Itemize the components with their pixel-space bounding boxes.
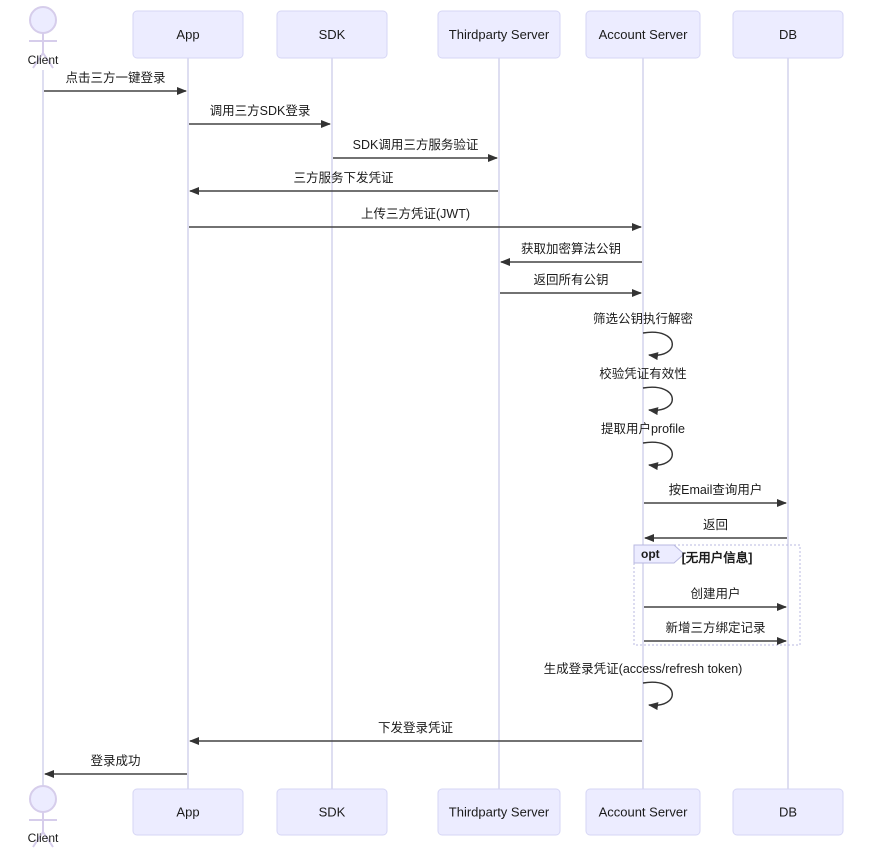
- participant-label: Account Server: [599, 804, 689, 819]
- message-label: 筛选公钥执行解密: [593, 311, 693, 326]
- participant-box[interactable]: [132, 788, 244, 836]
- message-m2: 调用三方SDK登录: [189, 103, 331, 128]
- actor-client-bottom[interactable]: Client: [28, 785, 59, 848]
- message-m1: 点击三方一键登录: [44, 70, 187, 95]
- message-label: 三方服务下发凭证: [293, 170, 394, 185]
- participant-label: Thirdparty Server: [449, 27, 550, 42]
- message-label: 调用三方SDK登录: [210, 103, 311, 118]
- actor-label: Client: [28, 53, 59, 67]
- fragment-opt-no-user: opt [无用户信息]: [633, 544, 801, 646]
- participant-label: DB: [779, 804, 797, 819]
- message-label: SDK调用三方服务验证: [353, 137, 479, 152]
- participant-db-top[interactable]: DB: [732, 10, 844, 59]
- message-label: 获取加密算法公钥: [521, 241, 621, 256]
- participant-label: App: [176, 804, 199, 819]
- participant-box[interactable]: [276, 788, 388, 836]
- participant-sdk-top[interactable]: SDK: [276, 10, 388, 59]
- message-label: 新增三方绑定记录: [665, 620, 765, 635]
- fragment-border: [633, 544, 801, 646]
- message-label: 创建用户: [690, 586, 740, 601]
- message-label: 生成登录凭证(access/refresh token): [544, 661, 743, 676]
- message-m3: SDK调用三方服务验证: [333, 137, 498, 162]
- fragment-type-label: opt: [641, 547, 660, 561]
- message-label: 返回所有公钥: [533, 273, 608, 287]
- actor-head-icon: [29, 785, 57, 813]
- fragments-layer: opt [无用户信息]: [633, 544, 801, 646]
- participant-label: Account Server: [599, 27, 689, 42]
- actor-client-top[interactable]: Client: [28, 6, 59, 69]
- participant-db-bottom[interactable]: DB: [732, 788, 844, 836]
- participant-app-bottom[interactable]: App: [132, 788, 244, 836]
- participant-box[interactable]: [437, 788, 561, 836]
- participant-label: SDK: [319, 27, 346, 42]
- actor-label: Client: [28, 831, 59, 845]
- message-m14: 新增三方绑定记录: [644, 620, 787, 645]
- message-m6: 获取加密算法公钥: [500, 241, 642, 266]
- participant-account-bottom[interactable]: Account Server: [585, 788, 701, 836]
- self-message-arrow: [642, 681, 673, 711]
- self-message-arrow: [642, 331, 673, 361]
- message-m4: 三方服务下发凭证: [189, 170, 498, 195]
- participant-app-top[interactable]: App: [132, 10, 244, 59]
- message-m10: 提取用户profile: [601, 421, 685, 471]
- message-label: 按Email查询用户: [669, 482, 763, 497]
- fragment-condition-label: [无用户信息]: [682, 550, 753, 565]
- lifelines-layer: [42, 58, 789, 789]
- message-m11: 按Email查询用户: [644, 482, 787, 507]
- message-m7: 返回所有公钥: [500, 273, 642, 297]
- message-m16: 下发登录凭证: [189, 720, 642, 745]
- self-message-arrow: [642, 441, 673, 471]
- actor-leg-right: [42, 831, 54, 848]
- message-label: 点击三方一键登录: [65, 70, 165, 85]
- participant-box[interactable]: [132, 10, 244, 59]
- actor-leg-left: [32, 831, 44, 848]
- participant-label: DB: [779, 27, 797, 42]
- message-label: 提取用户profile: [601, 421, 685, 436]
- participant-box[interactable]: [732, 788, 844, 836]
- message-label: 返回: [703, 518, 728, 532]
- participant-box[interactable]: [585, 788, 701, 836]
- self-message-arrow: [642, 386, 673, 416]
- message-label: 上传三方凭证(JWT): [361, 206, 470, 221]
- message-label: 登录成功: [90, 753, 140, 768]
- participant-box[interactable]: [276, 10, 388, 59]
- message-label: 下发登录凭证: [378, 720, 454, 735]
- message-m5: 上传三方凭证(JWT): [189, 206, 642, 231]
- participant-third-top[interactable]: Thirdparty Server: [437, 10, 561, 59]
- participant-third-bottom[interactable]: Thirdparty Server: [437, 788, 561, 836]
- participant-box[interactable]: [437, 10, 561, 59]
- message-m9: 校验凭证有效性: [599, 366, 687, 416]
- participant-label: App: [176, 27, 199, 42]
- actor-leg-left: [32, 52, 44, 69]
- message-m15: 生成登录凭证(access/refresh token): [544, 661, 743, 711]
- participant-account-top[interactable]: Account Server: [585, 10, 701, 59]
- actor-leg-right: [42, 52, 54, 69]
- message-m8: 筛选公钥执行解密: [593, 311, 693, 361]
- actor-head-icon: [29, 6, 57, 34]
- fragment-tag-shape: [633, 544, 685, 564]
- message-m17: 登录成功: [44, 753, 187, 778]
- participant-label: Thirdparty Server: [449, 804, 550, 819]
- participant-box[interactable]: [585, 10, 701, 59]
- message-m13: 创建用户: [644, 586, 787, 611]
- message-m12: 返回: [644, 518, 787, 542]
- participant-label: SDK: [319, 804, 346, 819]
- participant-box[interactable]: [732, 10, 844, 59]
- message-label: 校验凭证有效性: [599, 366, 687, 381]
- participant-sdk-bottom[interactable]: SDK: [276, 788, 388, 836]
